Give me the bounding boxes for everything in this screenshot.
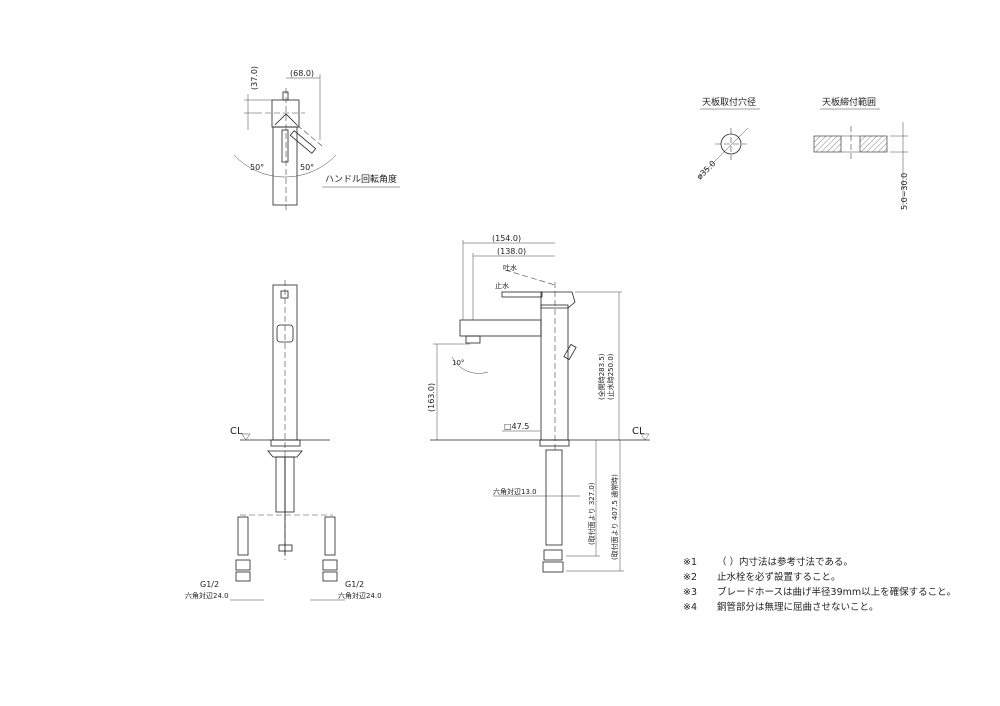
note-text: 止水栓を必ず設置すること。 — [717, 572, 841, 583]
note-number: ※1 — [683, 557, 698, 568]
angle-10: 10° — [452, 359, 464, 367]
side-view: (154.0) (138.0) 吐水 止水 (163.0) 10° (全開時28… — [427, 234, 650, 573]
angle-right: 50° — [300, 163, 314, 172]
handle-rotation-label: ハンドル回転角度 — [325, 173, 397, 185]
hex-right: 六角対辺24.0 — [338, 591, 382, 600]
dim-stop: (止水時250.0) — [606, 353, 615, 400]
hole-detail: 天板取付穴径 ø35.0 — [695, 96, 760, 181]
deck-range: 5.0~30.0 — [900, 173, 909, 210]
note-item: ※3 ブレードホースは曲げ半径39mm以上を確保すること。 — [683, 585, 956, 600]
dim-full: (全開時283.5) — [597, 353, 606, 400]
hole-diameter: ø35.0 — [695, 159, 717, 181]
dim-407: (取付面より 407.5 通常時) — [610, 474, 619, 560]
top-dim-height: (37.0) — [250, 66, 259, 90]
hole-title: 天板取付穴径 — [702, 96, 756, 108]
front-cl: CL — [230, 426, 243, 437]
dim-154: (154.0) — [492, 234, 521, 243]
note-text: （ ）内寸法は参考寸法である。 — [717, 557, 853, 568]
dim-138: (138.0) — [497, 247, 526, 256]
note-item: ※2 止水栓を必ず設置すること。 — [683, 570, 956, 585]
square-dim: □47.5 — [504, 422, 529, 431]
dim-327: (取付面より 327.0) — [587, 482, 596, 545]
hex-13: 六角対辺13.0 — [493, 487, 537, 496]
angle-left: 50° — [250, 163, 264, 172]
note-item: ※1 （ ）内寸法は参考寸法である。 — [683, 555, 956, 570]
dim-163: (163.0) — [427, 383, 436, 412]
thread-right: G1/2 — [345, 580, 364, 589]
deck-detail: 天板締付範囲 5.0~30.0 — [813, 96, 909, 210]
label-open: 吐水 — [503, 263, 517, 272]
notes: ※1 （ ）内寸法は参考寸法である。 ※2 止水栓を必ず設置すること。 ※3 ブレード… — [683, 555, 956, 615]
note-number: ※2 — [683, 572, 698, 583]
note-text: ブレードホースは曲げ半径39mm以上を確保すること。 — [717, 587, 957, 598]
side-cl: CL — [632, 426, 645, 437]
note-number: ※4 — [683, 602, 698, 613]
front-view: CL G1/2 G1/2 六角対辺24.0 六角対辺24.0 — [185, 280, 382, 601]
hex-left: 六角対辺24.0 — [185, 591, 229, 600]
note-number: ※3 — [683, 587, 698, 598]
thread-left: G1/2 — [200, 580, 219, 589]
top-dim-width: (68.0) — [290, 69, 314, 78]
note-item: ※4 銅管部分は無理に屈曲させないこと。 — [683, 600, 956, 615]
top-view: (37.0) (68.0) 50° 50° ハンドル回転角度 — [233, 66, 400, 210]
deck-title: 天板締付範囲 — [822, 96, 876, 108]
note-text: 銅管部分は無理に屈曲させないこと。 — [717, 602, 879, 613]
label-stop: 止水 — [495, 281, 509, 290]
